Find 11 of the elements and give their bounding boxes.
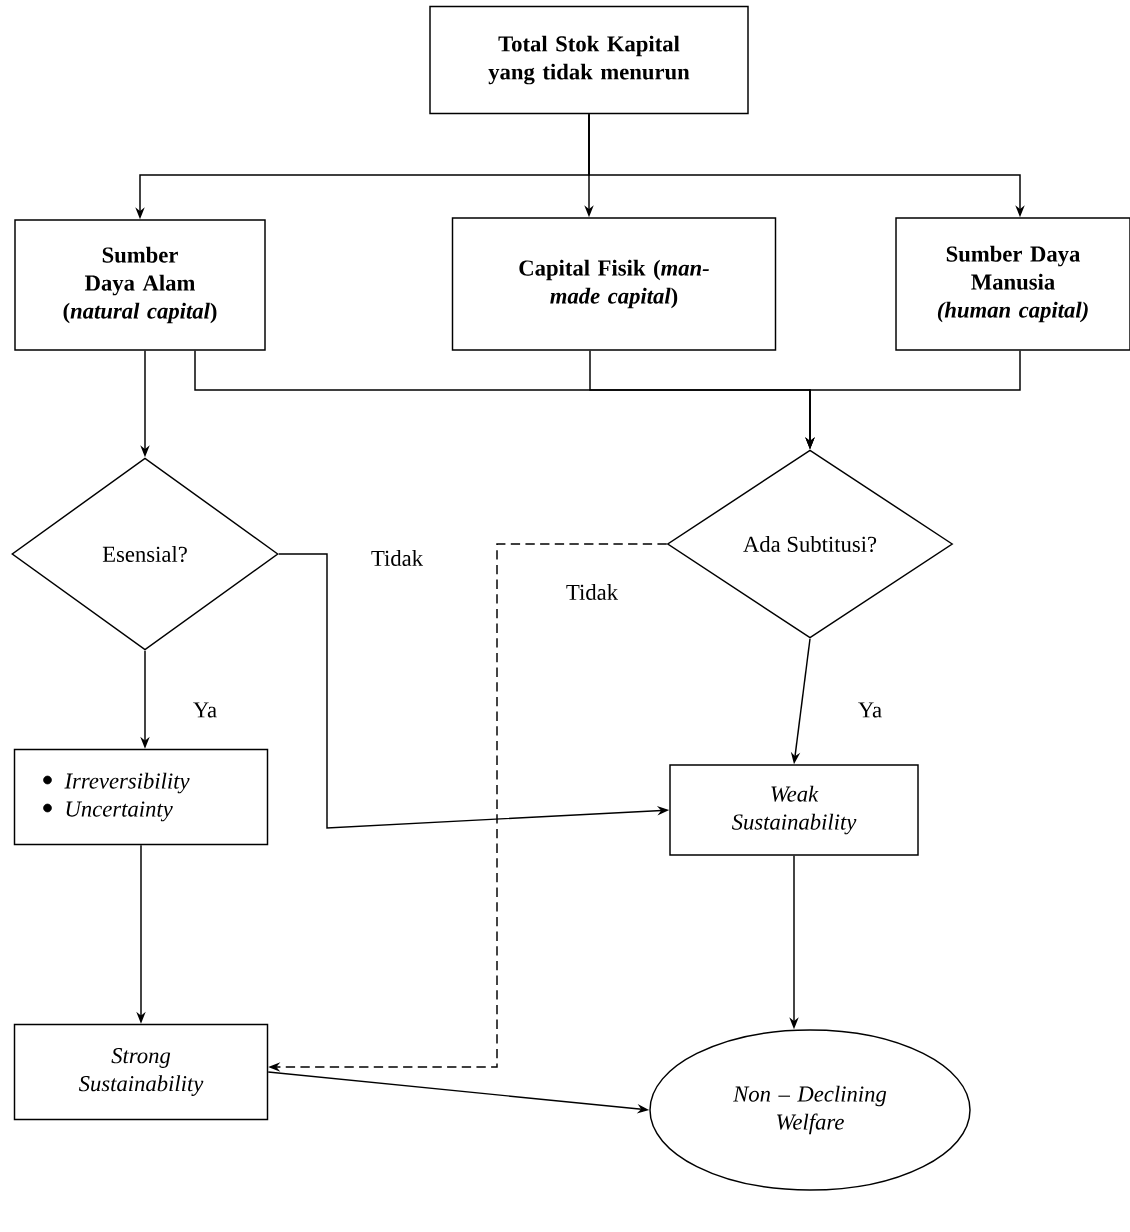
edge-label: Ya xyxy=(856,701,884,719)
process-box: Irreversibility Uncertainty xyxy=(13,748,269,846)
process-box: Strong Sustainability xyxy=(13,1023,269,1121)
process-box: Sumber Daya Alam (natural capital) xyxy=(14,219,266,351)
edge-label: Tidak xyxy=(564,582,620,602)
process-box: Weak Sustainability xyxy=(669,764,919,856)
process-box: Sumber Daya Manusia (human capital) xyxy=(895,217,1130,351)
process-box: Capital Fisik (man-made capital) xyxy=(451,217,777,351)
edge-label: Ya xyxy=(191,701,219,719)
edge-label: Tidak xyxy=(369,548,425,568)
process-box: Total Stok Kapital yang tidak menurun xyxy=(429,5,749,115)
